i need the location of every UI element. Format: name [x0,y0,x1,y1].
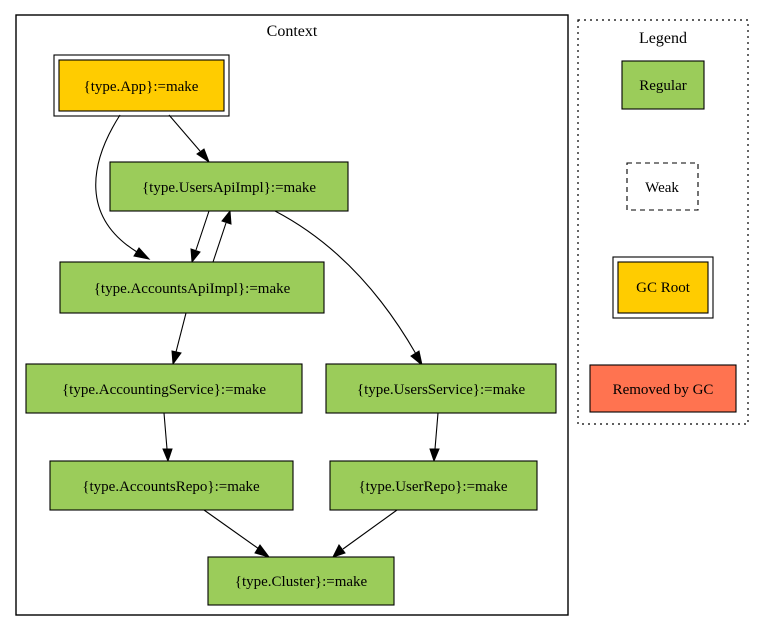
legend-cluster [577,19,749,425]
edge-accounts-repo-to-cluster [203,509,260,550]
legend-item-gc-root: GC Root [612,256,714,319]
node-label: {type.AccountsRepo}:=make [82,479,260,495]
node-label: {type.UsersApiImpl}:=make [142,180,316,196]
edge-user-repo-to-cluster [342,509,398,550]
legend-swatch [617,261,709,314]
gc-root-outer-border [53,54,230,117]
node-accounts-repo[interactable]: {type.AccountsRepo}:=make [49,460,294,511]
arrowhead [221,209,232,225]
legend-label: Removed by GC [613,382,714,398]
legend-swatch [589,364,737,413]
node-box [109,161,349,212]
node-label: {type.UserRepo}:=make [358,479,507,495]
edge-accounts-api-impl-to-users-api-impl [212,222,227,263]
arrowhead [133,247,151,260]
legend-title: Legend [639,30,687,47]
node-label: {type.UsersService}:=make [357,382,526,398]
edge-accounts-api-impl-to-accounting-service [175,312,187,353]
arrowhead [254,544,271,558]
arrowhead [332,544,346,558]
legend-item-removed-by-gc: Removed by GC [589,364,737,413]
node-box [25,363,303,414]
edge-users-api-impl-to-accounts-api-impl [195,210,210,251]
edges [95,114,440,558]
node-label: {type.App}:=make [84,79,199,95]
node-box [207,556,395,606]
context-title: Context [267,23,318,40]
node-label: {type.AccountingService}:=make [62,382,266,398]
gc-root-outer-border [612,256,714,319]
node-box [49,460,294,511]
node-box [59,261,325,314]
node-accounting-service[interactable]: {type.AccountingService}:=make [25,363,303,414]
arrowhead [410,350,423,367]
edge-app-to-users-api-impl [168,114,201,152]
legend-label: Regular [639,78,686,94]
node-users-api-impl[interactable]: {type.UsersApiImpl}:=make [109,161,349,212]
arrowhead [171,350,182,366]
legend-label: Weak [645,180,679,196]
edge-users-service-to-user-repo [434,412,439,450]
legend-swatch [621,60,705,110]
edge-accounting-service-to-accounts-repo [163,412,168,450]
arrowhead [162,448,173,463]
legend-item-regular: Regular [621,60,705,110]
node-box [58,59,225,112]
node-box [329,460,538,511]
arrowhead [196,148,211,164]
context-cluster [15,14,569,616]
node-users-service[interactable]: {type.UsersService}:=make [325,363,557,414]
legend-item-weak: Weak [626,162,699,211]
node-box [325,363,557,414]
legend-label: GC Root [636,280,691,296]
node-accounts-api-impl[interactable]: {type.AccountsApiImpl}:=make [59,261,325,314]
arrowhead [190,248,201,264]
node-label: {type.AccountsApiImpl}:=make [94,281,291,297]
node-app[interactable]: {type.App}:=make [53,54,230,117]
legend-swatch [626,162,699,211]
node-label: {type.Cluster}:=make [235,574,368,590]
edge-app-to-accounts-api-impl [95,114,138,253]
node-user-repo[interactable]: {type.UserRepo}:=make [329,460,538,511]
arrowhead [429,448,440,463]
edge-users-api-impl-to-users-service [274,210,417,355]
node-cluster[interactable]: {type.Cluster}:=make [207,556,395,606]
